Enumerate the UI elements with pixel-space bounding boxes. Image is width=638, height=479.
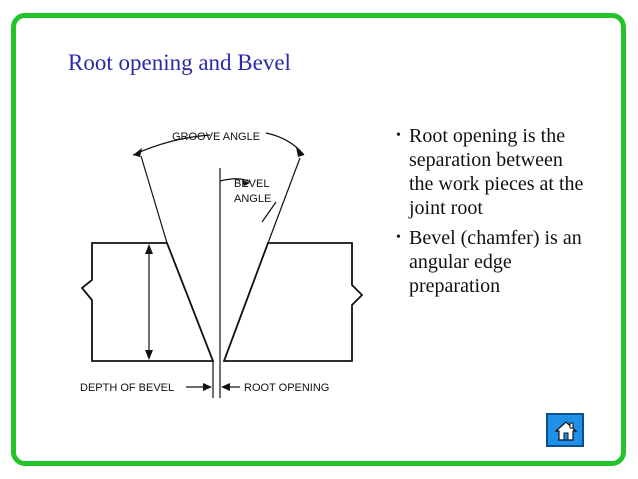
slide-title: Root opening and Bevel — [68, 50, 291, 75]
groove-angle-label: GROOVE ANGLE — [172, 131, 260, 143]
right-workpiece — [222, 242, 364, 362]
root-opening-label: ROOT OPENING — [244, 382, 329, 394]
bevel-arrow — [242, 180, 250, 186]
bullet-dot-icon: • — [396, 230, 401, 245]
depth-of-bevel-label: DEPTH OF BEVEL — [80, 382, 174, 394]
groove-left-extension — [140, 155, 168, 244]
bevel-angle-label-line2: ANGLE — [234, 193, 271, 205]
bullet-text: Root opening is the separation between t… — [409, 125, 584, 219]
bullet-bevel: • Bevel (chamfer) is an angular edge pre… — [396, 226, 586, 298]
bevel-angle-leader — [261, 201, 277, 223]
bullet-root-opening: • Root opening is the separation between… — [396, 124, 586, 220]
left-workpiece — [80, 242, 215, 362]
root-arrow-right — [221, 383, 230, 391]
bevel-angle-arc — [219, 178, 251, 183]
bullet-list: • Root opening is the separation between… — [396, 124, 586, 304]
home-icon — [554, 421, 578, 441]
depth-arrow-bottom — [145, 350, 153, 360]
home-button[interactable] — [546, 413, 584, 447]
bevel-joint-diagram: GROOVE ANGLE BEVEL ANGLE DEPTH OF BEVEL … — [80, 131, 364, 398]
bullet-dot-icon: • — [396, 128, 401, 143]
bullet-text: Bevel (chamfer) is an angular edge prepa… — [409, 227, 582, 297]
depth-arrow-top — [145, 244, 153, 254]
root-arrow-left — [203, 383, 212, 391]
bevel-angle-label-line1: BEVEL — [234, 178, 269, 190]
groove-right-extension — [267, 157, 301, 244]
groove-arrow-right — [296, 147, 304, 157]
groove-arrow-left — [133, 148, 142, 157]
slide-frame — [11, 13, 626, 466]
